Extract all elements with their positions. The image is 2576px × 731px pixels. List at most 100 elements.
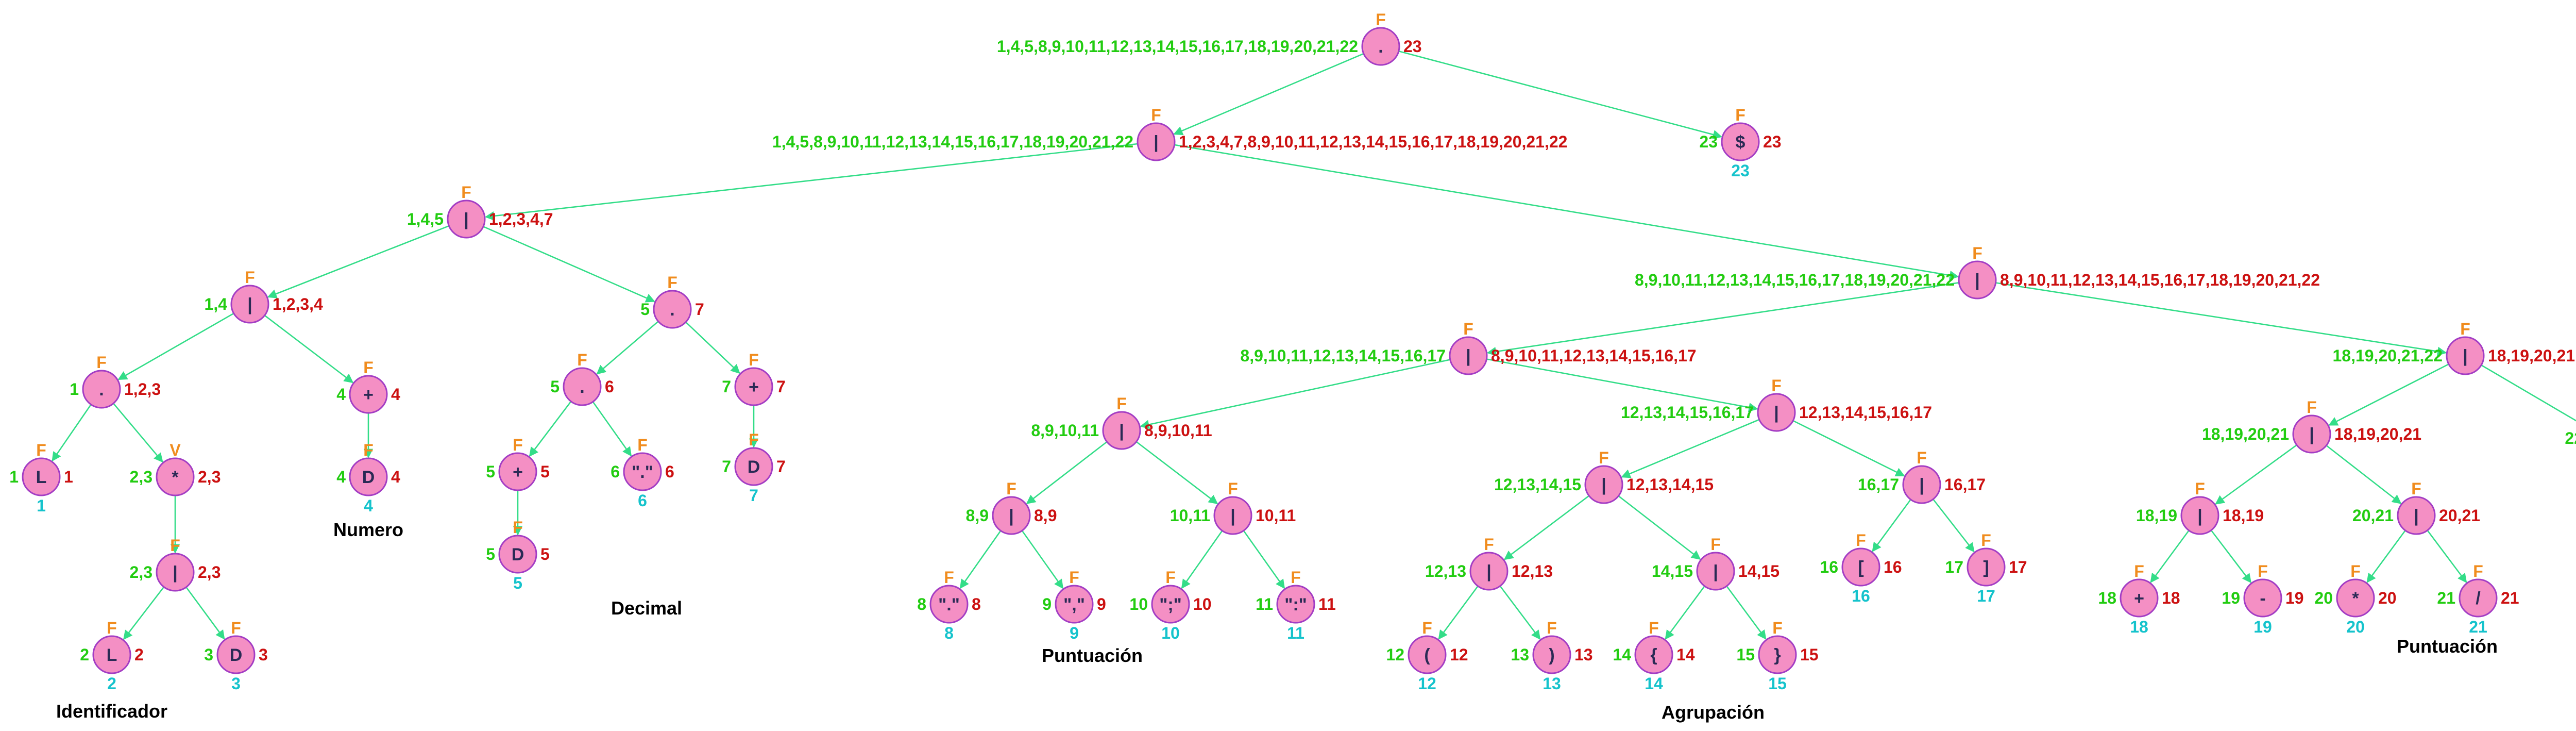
- node-symbol: |: [1975, 271, 1980, 290]
- node-symbol: +: [749, 377, 759, 397]
- nullable-label: F: [1981, 531, 1991, 550]
- node-circle: [1102, 411, 1141, 450]
- edge-n-or-14-to-n-plus-4: [264, 314, 354, 384]
- edge-n-or-8-17-to-n-or-12-17: [1486, 358, 1758, 412]
- node-circle: [1276, 585, 1315, 624]
- nullable-label: F: [1856, 531, 1866, 550]
- edge-n-or-1213-to-leaf13: [1499, 585, 1541, 640]
- lastpos-label: 18,19,20,21,22: [2488, 346, 2576, 365]
- nullable-label: F: [1735, 106, 1745, 124]
- leaf-number: 21: [2469, 618, 2487, 636]
- edge-n-or-1819-to-leaf19: [2210, 529, 2252, 584]
- node-symbol: .: [1378, 37, 1383, 57]
- node-circle: [653, 290, 692, 329]
- lastpos-label: 4: [391, 468, 400, 486]
- lastpos-label: 12,13,14,15: [1626, 475, 1714, 494]
- firstpos-label: 10,11: [1170, 506, 1210, 525]
- nullable-label: F: [1165, 568, 1176, 587]
- node-symbol: [: [1858, 558, 1863, 577]
- caption-cap-ident: Identificador: [56, 701, 167, 722]
- firstpos-label: 1,4,5,8,9,10,11,12,13,14,15,16,17,18,19,…: [997, 37, 1358, 56]
- node-circle: [2446, 336, 2485, 375]
- node-symbol: |: [247, 295, 252, 314]
- firstpos-label: 11: [1256, 595, 1273, 613]
- node-circle: [1584, 465, 1623, 504]
- lastpos-label: 8,9,10,11,12,13,14,15,16,17: [1491, 346, 1697, 365]
- edge-n-dot-1-to-leaf1: [52, 404, 92, 462]
- lastpos-label: 7: [776, 377, 786, 396]
- nullable-label: F: [944, 568, 954, 587]
- node-symbol: {: [1650, 645, 1657, 665]
- node-symbol: |: [1601, 475, 1606, 495]
- edge-n-or-18-22-to-leaf22: [2481, 364, 2576, 422]
- edge-root-to-leaf23: [1398, 50, 1723, 139]
- firstpos-label: 17: [1945, 558, 1963, 576]
- edges-layer: [52, 50, 2576, 640]
- lastpos-label: 6: [605, 377, 614, 396]
- node-symbol: D: [230, 645, 243, 665]
- firstpos-label: 5: [640, 300, 650, 319]
- leaf-number: 15: [1768, 674, 1787, 693]
- caption-cap-punt1: Puntuación: [1042, 645, 1143, 666]
- node-symbol: |: [2463, 346, 2468, 366]
- edge-n-dot-1-to-n-star-23: [113, 403, 163, 463]
- node-symbol: ",": [1063, 595, 1085, 614]
- node-circle: [22, 457, 61, 496]
- lastpos-label: 9: [1097, 595, 1106, 613]
- nullable-label: F: [1422, 619, 1432, 637]
- node-circle: [1721, 122, 1760, 161]
- nullable-label: F: [1772, 619, 1783, 637]
- firstpos-label: 1,4,5: [407, 210, 444, 228]
- edge-n-or-big-to-n-or-18-22: [1995, 282, 2447, 356]
- leaf-number: 11: [1287, 624, 1304, 642]
- node-symbol: |: [1466, 346, 1471, 366]
- edge-n-or-12-15-to-n-or-1415: [1618, 495, 1701, 560]
- edge-root-to-n-or-main: [1173, 53, 1364, 136]
- lastpos-label: 1,2,3: [124, 380, 161, 398]
- leaf-number: 5: [513, 574, 522, 592]
- firstpos-label: 12,13,14,15,16,17: [1621, 403, 1754, 422]
- leaf-number: 14: [1645, 674, 1663, 693]
- node-circle: [2292, 414, 2331, 454]
- lastpos-label: 17: [2009, 558, 2027, 576]
- edge-n-or-1011-to-leaf11: [1243, 530, 1285, 589]
- edge-n-or-big-to-n-or-8-17: [1486, 282, 1959, 356]
- firstpos-label: 5: [486, 462, 495, 481]
- nullable-label: F: [36, 441, 46, 459]
- node-symbol: D: [748, 457, 760, 477]
- node-circle: [498, 452, 537, 491]
- lastpos-label: 5: [540, 545, 550, 563]
- firstpos-label: 4: [336, 468, 346, 486]
- node-circle: [216, 635, 256, 674]
- nullable-label: F: [749, 351, 759, 369]
- node-n-or-main: |F1,4,5,8,9,10,11,12,13,14,15,16,17,18,1…: [772, 106, 1567, 161]
- node-symbol: |: [1486, 562, 1492, 582]
- firstpos-label: 5: [550, 377, 560, 396]
- nullable-label: F: [461, 183, 471, 202]
- nullable-label: F: [513, 518, 523, 537]
- node-circle: [1958, 260, 1997, 300]
- node-circle: [1532, 635, 1571, 674]
- firstpos-label: 8,9,10,11,12,13,14,15,16,17,18,19,20,21,…: [1635, 271, 1955, 289]
- edge-n-or-18-21-to-n-or-2021: [2326, 445, 2402, 504]
- caption-cap-numero: Numero: [333, 519, 403, 540]
- edge-n-dot-5-to-n-dot-56: [596, 321, 659, 375]
- lastpos-label: 12,13: [1512, 562, 1553, 580]
- edge-n-or-18-22-to-n-or-18-21: [2328, 363, 2449, 426]
- lastpos-label: 8,9,10,11,12,13,14,15,16,17,18,19,20,21,…: [2000, 271, 2320, 289]
- nullable-label: F: [2195, 479, 2205, 498]
- nodes-layer: . F 1,4,5,8,9,10,11,12,13,14,15,16,17,18,1…: [9, 10, 2576, 693]
- nullable-label: F: [107, 619, 117, 637]
